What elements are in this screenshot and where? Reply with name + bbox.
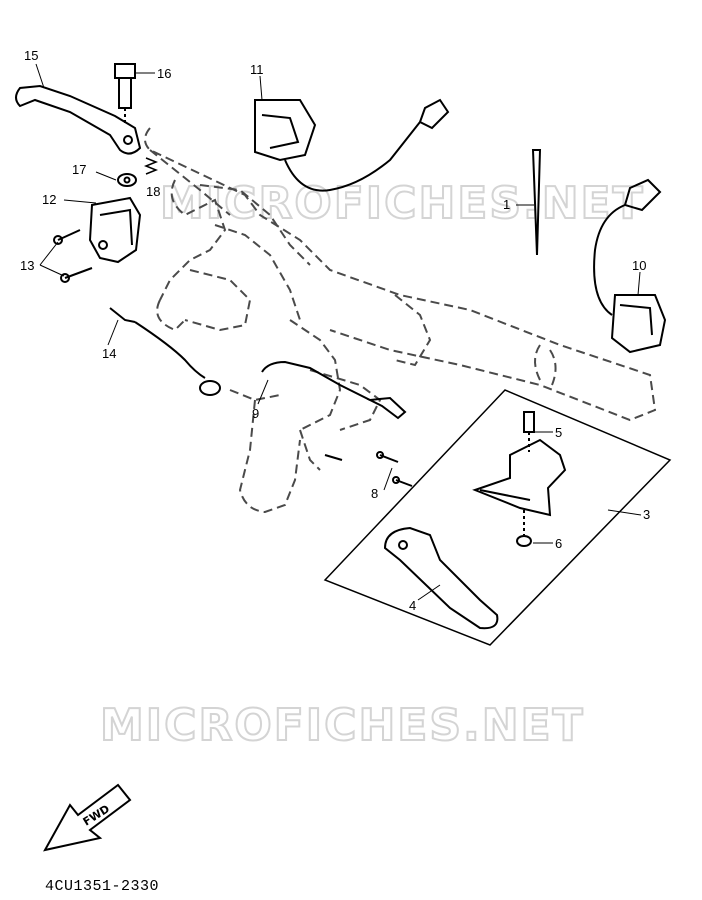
part-bracket — [472, 438, 567, 517]
watermark-top: MICROFICHES.NET — [160, 178, 645, 229]
part-14-lead-wire — [109, 307, 221, 396]
part-16-pivot-bolt — [114, 63, 136, 125]
part-15-clutch-lever — [15, 84, 142, 155]
watermark-bottom: MICROFICHES.NET — [100, 700, 585, 751]
part-6-nut — [516, 510, 532, 547]
callout-6: 6 — [555, 536, 562, 551]
callout-9: 9 — [252, 406, 259, 421]
part-17-nut — [117, 173, 137, 187]
callout-4: 4 — [409, 598, 416, 613]
part-5-bolt — [523, 411, 535, 452]
part-10-switch — [593, 178, 667, 354]
part-4-lever — [383, 526, 499, 630]
callout-10: 10 — [632, 258, 646, 273]
part-11-switch — [254, 98, 450, 192]
callout-15: 15 — [24, 48, 38, 63]
callout-1: 1 — [503, 197, 510, 212]
part-8-bolts — [324, 451, 413, 487]
callout-8: 8 — [371, 486, 378, 501]
callout-14: 14 — [102, 346, 116, 361]
part-12-lever-holder — [88, 196, 142, 264]
part-9-wire-lead — [261, 360, 407, 420]
callout-11: 11 — [250, 62, 264, 77]
part-18-spring — [143, 157, 159, 175]
leader-lines — [35, 63, 642, 601]
callout-12: 12 — [42, 192, 56, 207]
callout-18: 18 — [146, 184, 160, 199]
callout-13: 13 — [20, 258, 34, 273]
callout-16: 16 — [157, 66, 171, 81]
part-1-band — [531, 149, 542, 256]
forward-arrow-icon: FWD — [43, 783, 132, 852]
callout-17: 17 — [72, 162, 86, 177]
part-13-screws — [53, 229, 93, 283]
figure-code: 4CU1351-2330 — [45, 878, 159, 895]
assembly-3-box — [323, 389, 672, 646]
callout-3: 3 — [643, 507, 650, 522]
callout-5: 5 — [555, 425, 562, 440]
